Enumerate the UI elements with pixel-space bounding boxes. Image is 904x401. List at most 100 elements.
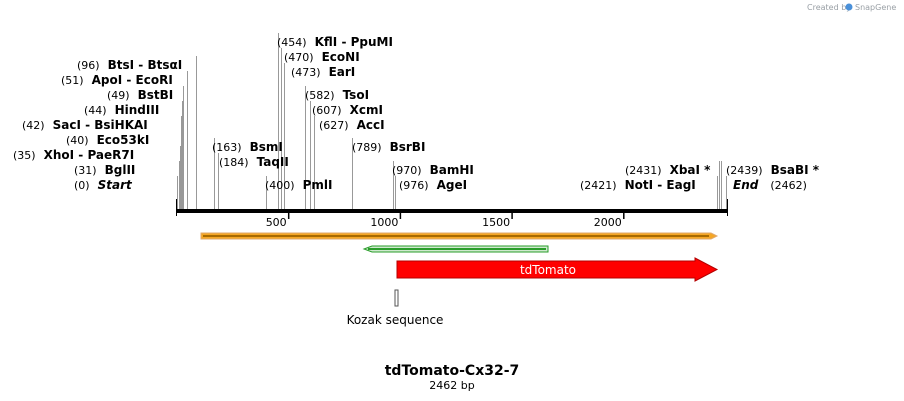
site-label-btsi: (96) BtsI - BtsαI (77, 58, 182, 72)
site-label-kfli: (454) KflI - PpuMI (277, 35, 393, 49)
scale-tick-label: 500 (266, 216, 287, 229)
site-label-apoi: (51) ApoI - EcoRI (61, 73, 173, 87)
site-label-part: ApoI (92, 73, 123, 87)
site-label-bglii: (31) BglII (74, 163, 135, 177)
site-label-part: BamHI (430, 163, 474, 177)
site-label-part: - (81, 118, 94, 132)
site-label-part: (607) (312, 104, 342, 117)
site-label-part: BtsαI (147, 58, 182, 72)
tdtomato-feature-arrow (396, 257, 719, 282)
orange-feature-core (203, 235, 709, 237)
kozak-sequence-label: Kozak sequence (347, 313, 444, 327)
site-label-part: (970) (392, 164, 422, 177)
site-label-part: (2421) (580, 179, 617, 192)
site-label-xbai: (2431) XbaI * (625, 163, 711, 177)
site-label-part: - (337, 35, 350, 49)
snapgene-logo-icon (845, 3, 853, 11)
site-label-saci: (42) SacI - BsiHKAI (22, 118, 148, 132)
site-label-econi: (470) EcoNI (284, 50, 360, 64)
site-label-bstbi: (49) BstBI (107, 88, 173, 102)
site-label-xcmi: (607) XcmI (312, 103, 383, 117)
map-title: tdTomato-Cx32-7 (385, 363, 520, 379)
site-label-eco53ki: (40) Eco53kI (66, 133, 149, 147)
site-label-end: End (2462) (733, 178, 807, 192)
site-label-part: (470) (284, 51, 314, 64)
credit-brand: SnapGene (855, 3, 896, 12)
site-label-part: (49) (107, 89, 130, 102)
site-label-part: NotI (625, 178, 654, 192)
site-label-part: PmlI (303, 178, 333, 192)
site-label-part: KflI (315, 35, 338, 49)
site-label-part: BsrBI (390, 140, 426, 154)
scale-tick-label: 2000 (594, 216, 622, 229)
site-label-part: - (653, 178, 666, 192)
site-label-part: - (134, 58, 147, 72)
site-label-pmli: (400) PmlI (265, 178, 332, 192)
site-label-part: - (74, 148, 87, 162)
snapgene-credit: Created by SnapGene (807, 3, 896, 12)
site-label-part: (627) (319, 119, 349, 132)
site-label-part: BtsI (108, 58, 135, 72)
site-label-part: XhoI (44, 148, 75, 162)
site-label-noti: (2421) NotI - EagI (580, 178, 696, 192)
site-label-part: BsaBI * (771, 163, 820, 177)
site-label-part: (582) (305, 89, 335, 102)
site-label-part: EagI (666, 178, 695, 192)
site-label-part: HindIII (115, 103, 160, 117)
site-label-taqii: (184)TaqII (219, 155, 289, 169)
site-label-part: AgeI (437, 178, 467, 192)
site-label-part: (44) (84, 104, 107, 117)
site-label-part: AccI (357, 118, 385, 132)
scale-tick-label: 1000 (370, 216, 398, 229)
site-label-part: (42) (22, 119, 45, 132)
site-label-part: (976) (399, 179, 429, 192)
site-label-part: BsiHKAI (94, 118, 148, 132)
site-label-bsrbi: (789) BsrBI (352, 140, 425, 154)
site-label-part: (2462) (770, 179, 807, 192)
credit-prefix: Created by (807, 3, 851, 12)
site-label-agei: (976) AgeI (399, 178, 467, 192)
site-label-part: (2431) (625, 164, 662, 177)
site-label-part: (163) (212, 141, 242, 154)
site-label-part: EarI (329, 65, 356, 79)
site-label-part: (400) (265, 179, 295, 192)
site-label-xhoi: (35)XhoI - PaeR7I (13, 148, 134, 162)
site-label-part: BglII (105, 163, 136, 177)
tdtomato-label: tdTomato (520, 263, 576, 277)
backbone (176, 199, 728, 216)
site-label-part: (2439) (726, 164, 763, 177)
site-label-part: (40) (66, 134, 89, 147)
restriction-site-labels: (96) BtsI - BtsαI (51) ApoI - EcoRI (49) BstB… (13, 35, 820, 192)
site-label-part: EcoNI (322, 50, 360, 64)
site-label-part: - (122, 73, 135, 87)
site-label-part: (31) (74, 164, 97, 177)
site-label-part: Eco53kI (97, 133, 150, 147)
site-label-part: XbaI * (670, 163, 712, 177)
features: tdTomato Kozak sequence (200, 232, 719, 327)
site-label-start: (0)Start (74, 178, 133, 192)
site-label-bsmi: (163) BsmI (212, 140, 283, 154)
site-label-part: TsoI (343, 88, 369, 102)
site-leader-lines (177, 33, 727, 209)
site-label-part: BstBI (138, 88, 174, 102)
site-label-part: TaqII (257, 155, 289, 169)
kozak-sequence-box (394, 289, 399, 307)
site-label-part: (473) (291, 66, 321, 79)
site-label-bsabi: (2439) BsaBI * (726, 163, 820, 177)
site-label-part: XcmI (350, 103, 383, 117)
site-label-part: EcoRI (136, 73, 173, 87)
site-label-part: (0) (74, 179, 90, 192)
site-label-part: (96) (77, 59, 100, 72)
bp-scale-ticks: 500 1000 1500 2000 (266, 213, 625, 229)
site-label-part: (454) (277, 36, 307, 49)
site-label-part: (51) (61, 74, 84, 87)
map-subtitle: 2462 bp (429, 379, 474, 392)
site-label-part: (789) (352, 141, 382, 154)
site-label-part: PpuMI (351, 35, 393, 49)
site-label-part: SacI (53, 118, 81, 132)
scale-tick-label: 1500 (482, 216, 510, 229)
site-label-part: End (733, 178, 759, 192)
site-label-eari: (473) EarI (291, 65, 355, 79)
site-label-part: BsmI (250, 140, 283, 154)
